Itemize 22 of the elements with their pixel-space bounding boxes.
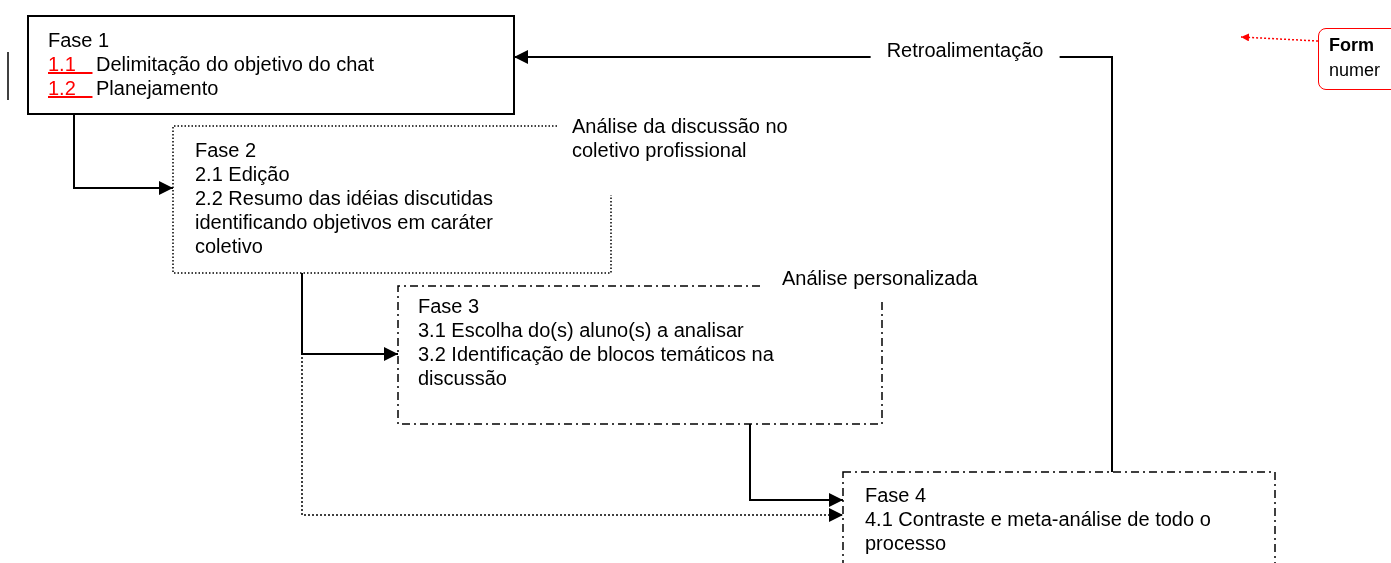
- comment-text: Form: [1329, 34, 1375, 57]
- list-item-text: 3.1 Escolha do(s) aluno(s) a analisar: [418, 318, 745, 342]
- arrow: [301, 272, 844, 522]
- comment-text: numer: [1329, 59, 1382, 82]
- list-item-text: 1.2 Planejamento: [48, 76, 220, 100]
- annotation-text: Análise personalizada: [782, 266, 979, 290]
- arrow: [749, 423, 844, 507]
- arrow: [1240, 33, 1319, 42]
- list-item-text: 2.2 Resumo das idéias discutidas identificando objetivos em caráter coletivo: [195, 186, 494, 258]
- phase-box: [843, 472, 1275, 563]
- phase-title: Fase 3: [418, 294, 481, 318]
- phase-title: Fase 2: [195, 138, 258, 162]
- list-item-text: 4.1 Contraste e meta-análise de todo o processo: [865, 507, 1212, 555]
- arrow: [301, 272, 399, 361]
- list-item-text: 3.2 Identificação de blocos temáticos na discussão: [418, 342, 775, 390]
- phase-title: Fase 1: [48, 28, 111, 52]
- phase-box: [28, 16, 514, 114]
- annotation-text: Análise da discussão no coletivo profissional: [572, 114, 789, 162]
- phase-title: Fase 4: [865, 483, 928, 507]
- arrow: [73, 113, 174, 195]
- list-item-text: 2.1 Edição: [195, 162, 291, 186]
- list-item-text: 1.1 Delimitação do objetivo do chat: [48, 52, 375, 76]
